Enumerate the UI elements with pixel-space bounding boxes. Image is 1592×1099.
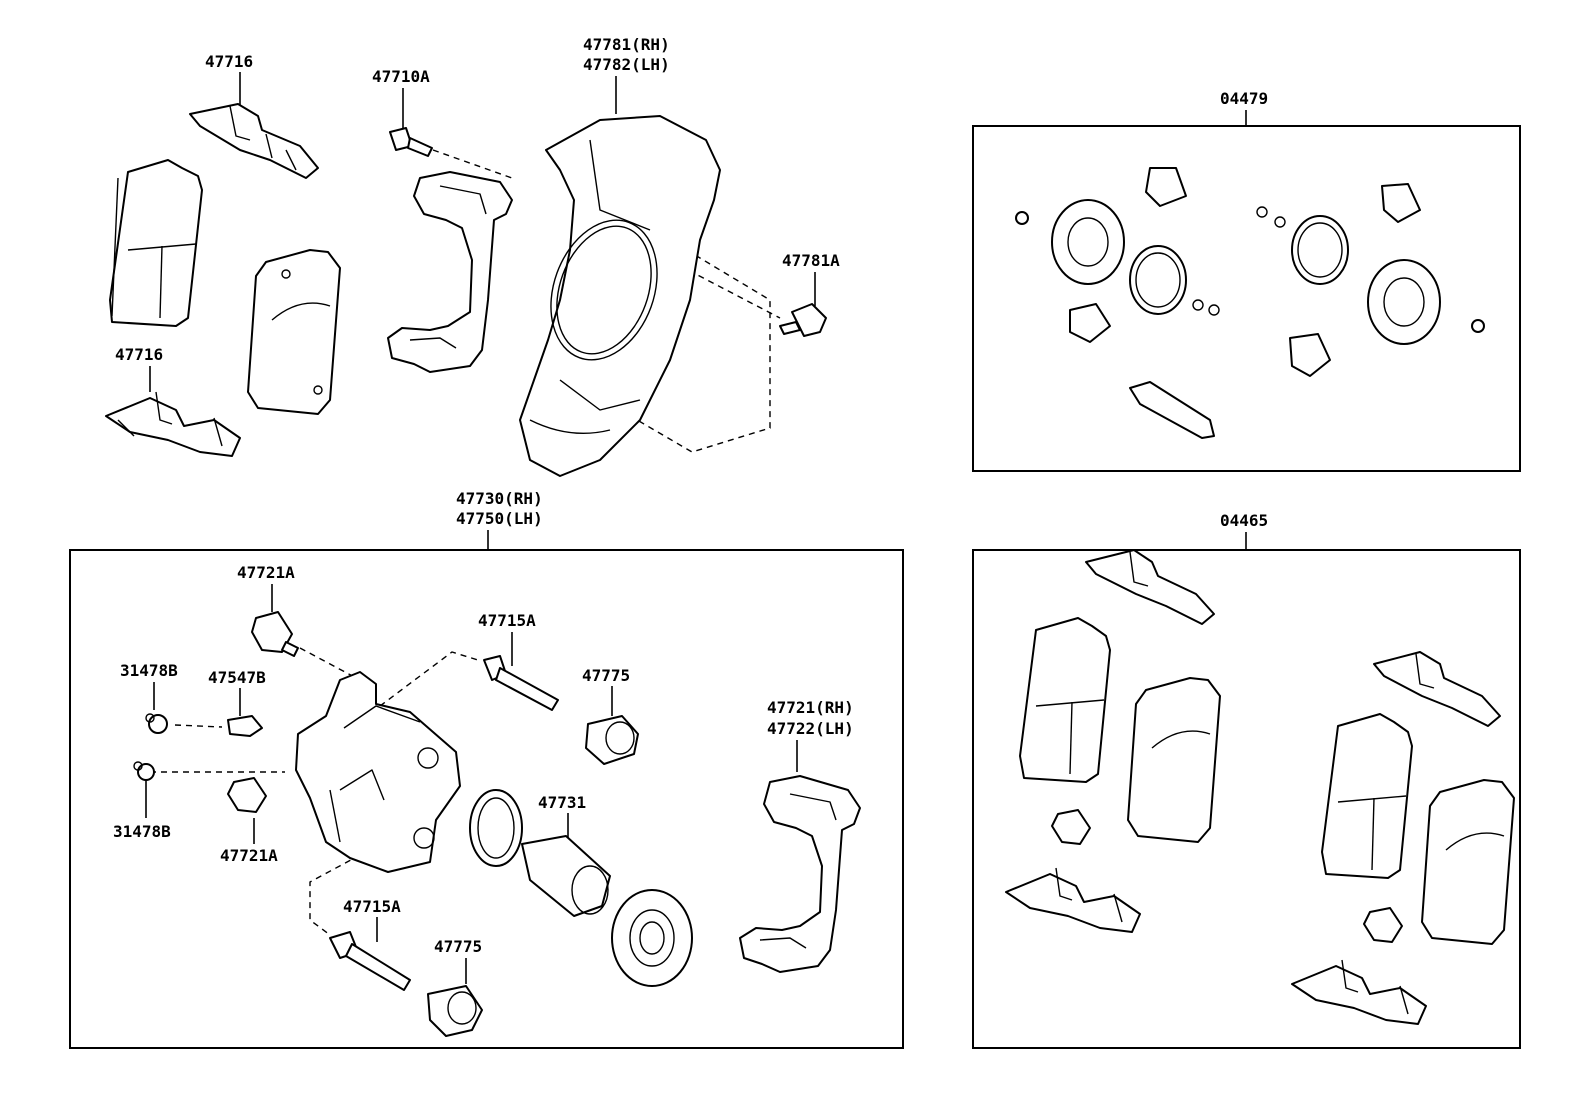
disc-brake-cylinder: [295, 671, 461, 873]
label-bolt-47710a: 47710A: [372, 67, 430, 86]
label-dust-cover-rh: 47781(RH): [583, 35, 670, 54]
brake-pad-inner: [247, 249, 341, 415]
bleeder-plug-bottom: [227, 777, 267, 813]
label-boot-bottom: 47775: [434, 937, 482, 956]
label-cap-31478b-bottom: 31478B: [113, 822, 171, 841]
label-shim-lower: 47716: [115, 345, 163, 364]
cap-31478b-bottom: [133, 761, 155, 781]
disc-brake-dust-cover: [519, 115, 721, 477]
pad-kit-04465-parts: [1005, 549, 1515, 1025]
label-plug-47547b: 47547B: [208, 668, 266, 687]
label-piston: 47731: [538, 793, 586, 812]
label-dust-cover-lh: 47782(LH): [583, 55, 670, 74]
cylinder-assembly-box: [69, 549, 904, 1049]
piston-47731: [521, 835, 611, 917]
label-kit-04479: 04479: [1220, 89, 1268, 108]
bleeder-plug-top: [251, 611, 299, 657]
cap-31478b-top: [145, 713, 168, 734]
boot-47775-top: [585, 715, 639, 765]
label-cylinder-lh: 47750(LH): [456, 509, 543, 528]
leader-lines: [145, 72, 1247, 984]
label-shim-upper: 47716: [205, 52, 253, 71]
plug-47547b: [227, 715, 263, 737]
piston-boot: [611, 889, 693, 987]
label-bleeder-bottom: 47721A: [220, 846, 278, 865]
slide-pin-bottom: [329, 931, 411, 991]
label-cylinder-rh: 47730(RH): [456, 489, 543, 508]
label-mount-rh: 47721(RH): [767, 698, 854, 717]
anti-squeal-shim-upper: [189, 103, 319, 179]
label-slide-pin-bottom: 47715A: [343, 897, 401, 916]
slide-pin-top: [483, 655, 559, 711]
cylinder-kit-04479-parts: [1015, 167, 1485, 439]
caliper-mounting-bottom: [739, 775, 861, 973]
caliper-mounting-top: [387, 171, 513, 373]
label-bolt-47781a: 47781A: [782, 251, 840, 270]
label-cap-31478b-top: 31478B: [120, 661, 178, 680]
anti-squeal-shim-lower: [105, 391, 241, 457]
boot-47775-bottom: [427, 985, 483, 1037]
label-bleeder-top: 47721A: [237, 563, 295, 582]
piston-seal: [469, 789, 523, 867]
label-kit-04465: 04465: [1220, 511, 1268, 530]
bolt-47710a: [389, 127, 433, 157]
label-boot-top: 47775: [582, 666, 630, 685]
label-slide-pin-top: 47715A: [478, 611, 536, 630]
brake-pad-outer: [109, 159, 203, 327]
bolt-47781a: [779, 303, 827, 337]
label-mount-lh: 47722(LH): [767, 719, 854, 738]
